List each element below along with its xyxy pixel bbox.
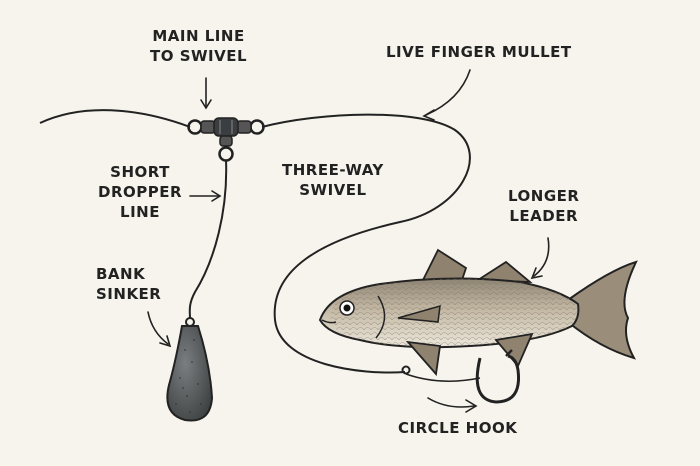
- label-short-dropper-line: SHORT DROPPER LINE: [98, 162, 182, 222]
- label-bank-sinker: BANK SINKER: [96, 264, 161, 304]
- label-live-finger-mullet: LIVE FINGER MULLET: [386, 42, 572, 62]
- arrow-live-finger-mullet: [425, 69, 471, 116]
- label-short-dropper-line2: DROPPER: [98, 183, 183, 201]
- longer-leader-line: [261, 113, 471, 374]
- label-live-finger-mullet-text: LIVE FINGER MULLET: [386, 43, 572, 61]
- circle-hook: [401, 349, 521, 404]
- label-three-way-swivel-line2: SWIVEL: [299, 181, 367, 199]
- arrow-longer-leader: [533, 237, 550, 277]
- label-circle-hook-text: CIRCLE HOOK: [398, 419, 518, 437]
- live-finger-mullet-fish: [318, 248, 638, 377]
- label-main-line-to-swivel-line2: TO SWIVEL: [150, 47, 248, 65]
- label-longer-leader-line2: LEADER: [509, 207, 579, 225]
- bank-sinker: [166, 317, 214, 422]
- label-main-line-to-swivel-line1: MAIN LINE: [152, 27, 245, 45]
- main-line: [39, 109, 191, 128]
- arrow-bank-sinker: [147, 311, 169, 345]
- label-short-dropper-line3: LINE: [120, 203, 160, 221]
- label-three-way-swivel-line1: THREE-WAY: [282, 161, 384, 179]
- label-longer-leader-line1: LONGER: [508, 187, 580, 205]
- label-bank-sinker-line1: BANK: [96, 265, 146, 283]
- label-circle-hook: CIRCLE HOOK: [398, 418, 517, 438]
- label-longer-leader: LONGER LEADER: [508, 186, 579, 226]
- annotation-arrows: [147, 69, 550, 413]
- three-way-swivel: [187, 117, 265, 162]
- label-three-way-swivel: THREE-WAY SWIVEL: [282, 160, 384, 200]
- label-short-dropper-line1: SHORT: [110, 163, 170, 181]
- short-dropper-line: [188, 159, 228, 319]
- arrow-circle-hook: [427, 397, 475, 408]
- label-main-line-to-swivel: MAIN LINE TO SWIVEL: [150, 26, 247, 66]
- label-bank-sinker-line2: SINKER: [96, 285, 162, 303]
